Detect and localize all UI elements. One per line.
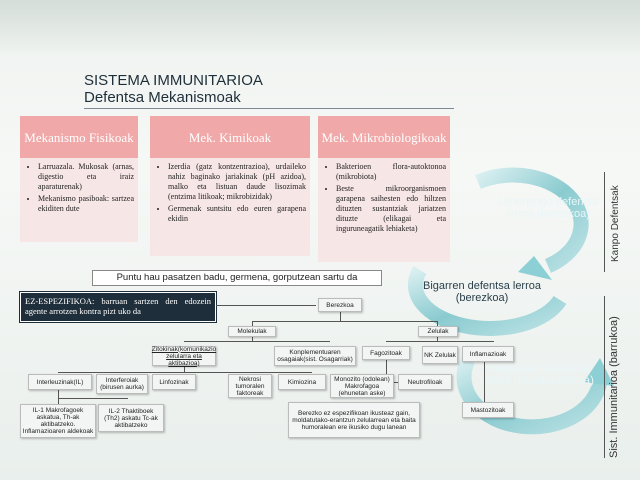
connector bbox=[58, 372, 312, 373]
connector bbox=[386, 341, 494, 342]
node-linfozinak: Linfozinak bbox=[152, 374, 196, 390]
header-band bbox=[0, 0, 640, 52]
kimikoak-item: Germenak suntsitu edo euren garapena eki… bbox=[168, 204, 306, 224]
node-zitokinak: Zitokinak(komunikazio zelularra eta akti… bbox=[151, 345, 217, 367]
title-line-2: Defentsa Mekanismoak bbox=[84, 89, 241, 106]
column-header-fisikoak: Mekanismo Fisikoak bbox=[20, 116, 138, 158]
connector bbox=[437, 336, 438, 342]
column-body-kimikoak: Izerdia (gatz kontzentrazioa), urdaileko… bbox=[150, 158, 310, 256]
node-nk-zelulak: NK Zelulak bbox=[422, 346, 458, 364]
node-neutrofiloak: Neutrofiloak bbox=[398, 374, 452, 390]
connector bbox=[252, 336, 253, 342]
node-nekrosi: Nekrosi tumoralen faktoreak bbox=[228, 374, 272, 398]
node-monozito: Monozito (odolean) Makrofagoa (ehunetan … bbox=[330, 374, 394, 398]
connector bbox=[252, 321, 438, 322]
column-header-kimikoak: Mek. Kimikoak bbox=[150, 116, 310, 158]
node-zelulak: Zelulak bbox=[418, 326, 458, 337]
ez-espezifikoa-box: EZ-ESPEZIFIKOA: barruan sartzen den edoz… bbox=[19, 291, 217, 323]
column-body-mikrobiologikoak: Bakterioen flora-autoktonoa (mikrobiota)… bbox=[318, 158, 450, 262]
sist-divider bbox=[604, 296, 605, 458]
title-divider bbox=[84, 108, 454, 109]
slide-title: SISTEMA IMMUNITARIOA Defentsa Mekanismoa… bbox=[84, 72, 263, 106]
connector bbox=[437, 321, 438, 327]
ring-label-first: Lehenengo defentsa lerroa (berezkoa) bbox=[497, 196, 599, 220]
side-label-sist: Sist. Immunitarioa (barrukoa) bbox=[608, 316, 620, 458]
mikrobiologikoak-item: Bakterioen flora-autoktonoa (mikrobiota) bbox=[336, 162, 446, 182]
node-interferoiak: Interferoiak (birusen aurka) bbox=[96, 374, 148, 394]
mikrobiologikoak-item: Beste mikroorganismoen garapena saiheste… bbox=[336, 184, 446, 234]
ring-arrow-second bbox=[407, 266, 567, 336]
connector bbox=[184, 365, 185, 373]
ring-arrow-head-first bbox=[518, 256, 552, 280]
ring-label-third: Hirugarren defentsa lerroa (moldatutakoa… bbox=[479, 361, 595, 387]
connector bbox=[216, 305, 316, 306]
column-header-mikrobiologikoak: Mek. Mikrobiologikoak bbox=[318, 116, 450, 158]
node-molekulak: Molekulak bbox=[228, 326, 276, 337]
side-label-kanpo: Kanpo Defentsak bbox=[610, 185, 621, 262]
connector bbox=[252, 321, 253, 327]
node-mastozitoak: Mastozitoak bbox=[462, 402, 514, 418]
connector bbox=[58, 390, 59, 404]
kanpo-divider bbox=[604, 172, 605, 272]
node-il2: IL-2 Thaktiboek (Th2) askatu Tc-ak aktib… bbox=[98, 404, 164, 432]
node-fagozitoak: Fagozitoak bbox=[362, 346, 410, 360]
connector bbox=[484, 362, 485, 406]
node-berezkoa: Berezkoa bbox=[318, 298, 362, 312]
ring-arrow-first bbox=[475, 167, 589, 273]
node-il1: IL-1 Makrofagoek askatua, Th-ak aktibatz… bbox=[20, 404, 96, 438]
node-berezko-note: Berezko ez espezifikoan ikusteaz gain, m… bbox=[288, 402, 420, 438]
fisikoak-item: Mekanismo pasiboak: sartzea ekiditen dut… bbox=[38, 194, 134, 214]
column-body-fisikoak: Larruazala. Mukosak (arnas, digestio eta… bbox=[20, 158, 138, 242]
kimikoak-item: Izerdia (gatz kontzentrazioa), urdaileko… bbox=[168, 162, 306, 202]
fisikoak-item: Larruazala. Mukosak (arnas, digestio eta… bbox=[38, 162, 134, 192]
node-komplementua: Konplementuaren osagaiak(sist. Osagarria… bbox=[274, 346, 356, 366]
ring-arrow-head-third bbox=[584, 358, 614, 386]
node-interleuzinak: Interleuzinak(IL) bbox=[28, 374, 92, 390]
entry-point-banner: Puntu hau pasatzen badu, germena, gorput… bbox=[92, 270, 382, 286]
node-kimiozina: Kimiozina bbox=[278, 374, 326, 390]
connector bbox=[184, 341, 330, 342]
ring-label-second: Bigarren defentsa lerroa (berezkoa) bbox=[422, 280, 541, 304]
connector bbox=[58, 398, 128, 399]
connector bbox=[386, 360, 387, 382]
title-line-1: SISTEMA IMMUNITARIOA bbox=[84, 72, 263, 89]
ring-arrow-third bbox=[456, 356, 608, 435]
connector bbox=[340, 312, 341, 322]
node-inflamazioak: Inflamazioak bbox=[462, 346, 514, 362]
